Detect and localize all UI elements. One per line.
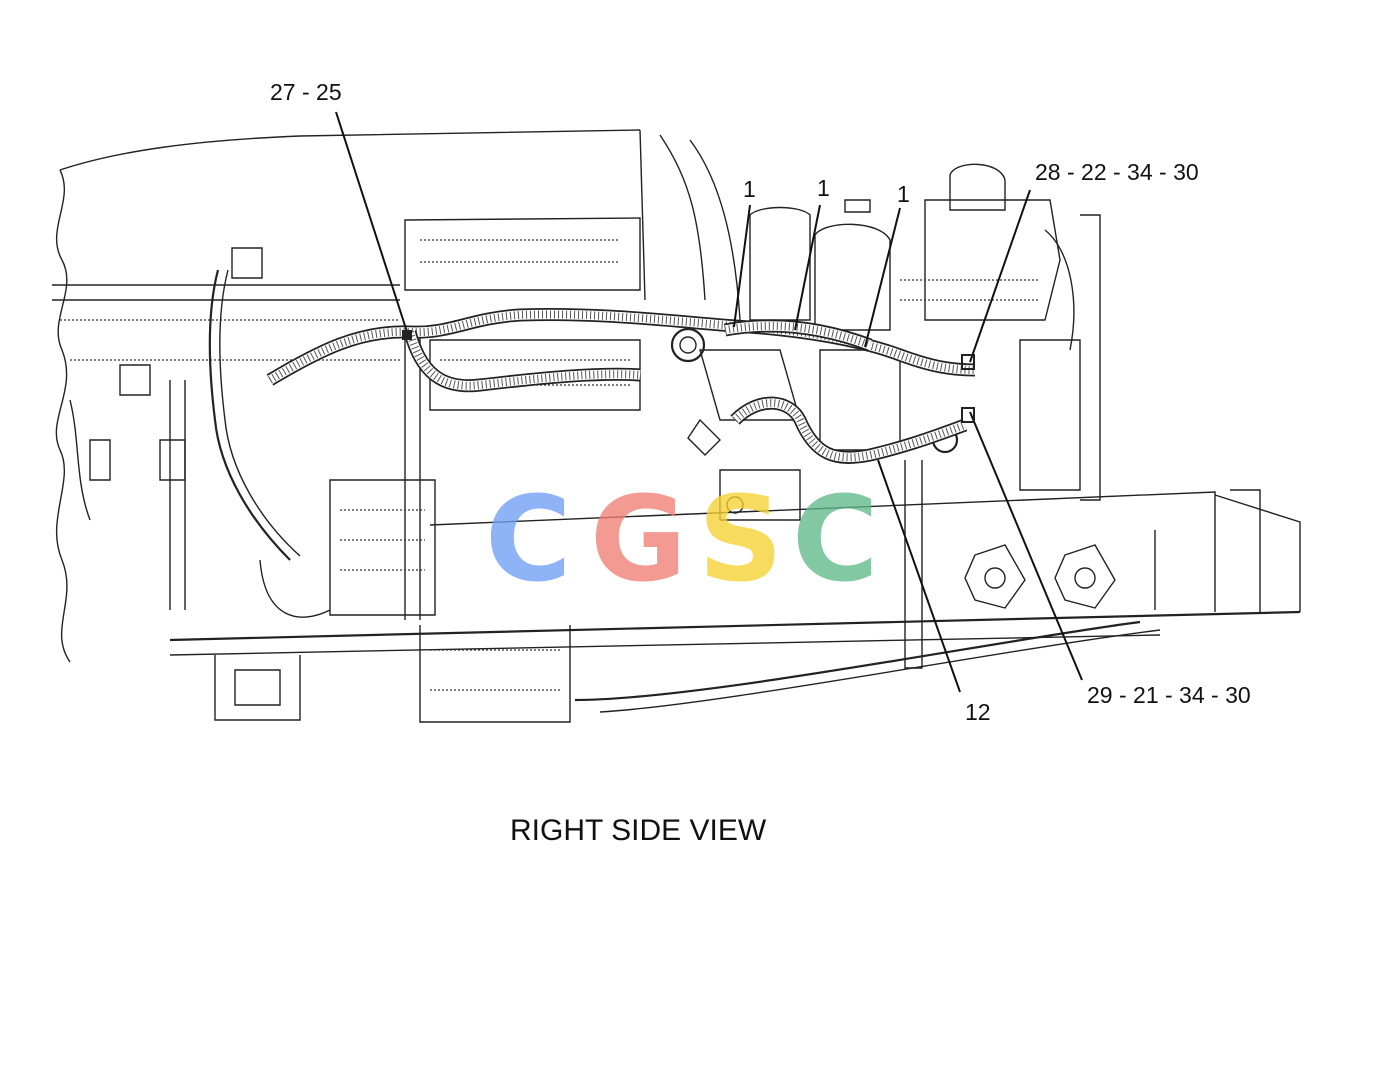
watermark-letter-c1: C xyxy=(485,470,572,608)
leader-28-dot xyxy=(961,354,975,370)
callout-29-21-34-30: 29 - 21 - 34 - 30 xyxy=(1087,682,1251,708)
callout-28-22-34-30: 28 - 22 - 34 - 30 xyxy=(1035,159,1199,185)
callout-1-b: 1 xyxy=(817,175,830,201)
callout-1-a: 1 xyxy=(743,176,756,202)
leader-lines xyxy=(335,111,1083,693)
machine-line-art xyxy=(52,129,1301,723)
leader-29-21-34-30 xyxy=(969,411,1083,681)
leader-28-22-34-30 xyxy=(969,189,1031,363)
leader-27-25 xyxy=(335,111,409,336)
hose-runs xyxy=(266,307,976,464)
callout-labels: 27 - 25 1 1 1 28 - 22 - 34 - 30 12 29 - … xyxy=(270,79,1251,725)
cgsc-watermark: C G S C xyxy=(485,470,879,608)
callout-27-25: 27 - 25 xyxy=(270,79,342,105)
leader-1-b xyxy=(794,204,821,331)
callout-12: 12 xyxy=(965,699,991,725)
callout-1-c: 1 xyxy=(897,181,910,207)
leader-27-25-dot xyxy=(402,330,412,340)
leader-1-a xyxy=(733,204,751,328)
leader-1-c xyxy=(864,207,901,348)
view-title: RIGHT SIDE VIEW xyxy=(510,814,767,847)
watermark-letter-g: G xyxy=(590,470,687,608)
leader-29-dot xyxy=(961,407,975,423)
watermark-letter-c2: C xyxy=(792,470,879,608)
leader-12 xyxy=(877,459,961,693)
watermark-letter-s: S xyxy=(698,470,783,608)
